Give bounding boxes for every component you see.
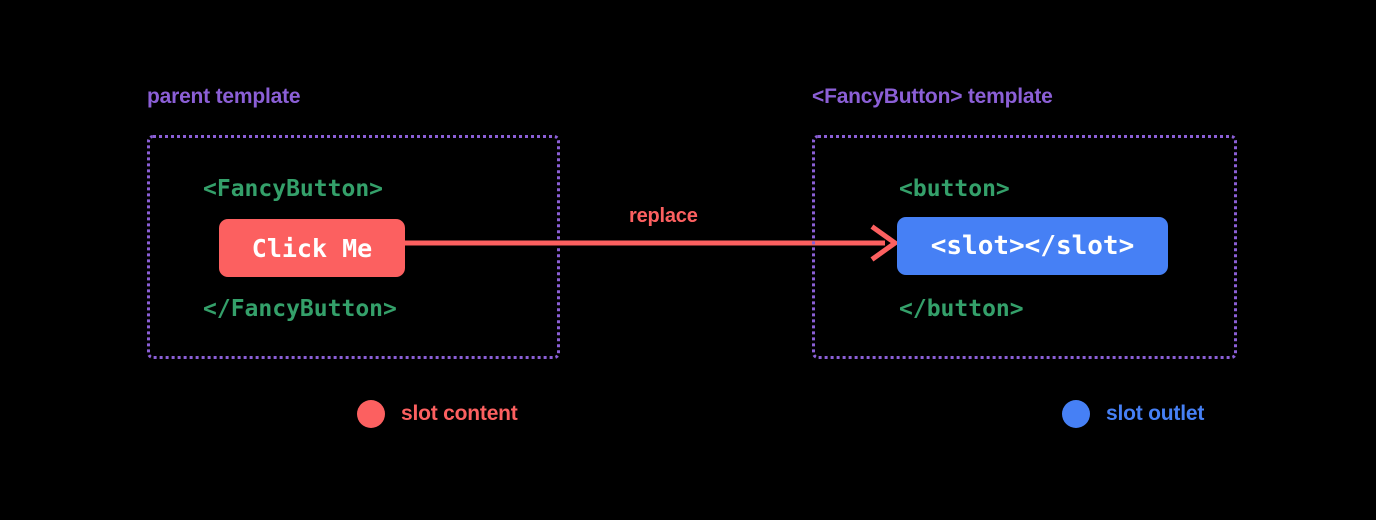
replace-arrow-label: replace xyxy=(629,205,698,227)
parent-template-label: parent template xyxy=(147,85,301,108)
circle-icon xyxy=(1062,400,1090,428)
code-close-button: </button> xyxy=(899,296,1024,322)
parent-template-box xyxy=(147,135,560,359)
code-open-fancybutton: <FancyButton> xyxy=(203,176,384,202)
circle-icon xyxy=(357,400,385,428)
code-close-fancybutton: </FancyButton> xyxy=(203,296,397,322)
fancybutton-template-box xyxy=(812,135,1237,359)
legend-item-slot-content: slot content xyxy=(357,400,518,428)
slot-outlet-chip: <slot></slot> xyxy=(897,217,1168,275)
legend-label-slot-outlet: slot outlet xyxy=(1106,402,1205,425)
legend-item-slot-outlet: slot outlet xyxy=(1062,400,1204,428)
fancybutton-template-label: <FancyButton> template xyxy=(812,85,1053,108)
slot-content-chip: Click Me xyxy=(219,219,405,277)
code-open-button: <button> xyxy=(899,176,1010,202)
legend-label-slot-content: slot content xyxy=(401,402,518,425)
arrow-right-icon xyxy=(403,224,900,262)
